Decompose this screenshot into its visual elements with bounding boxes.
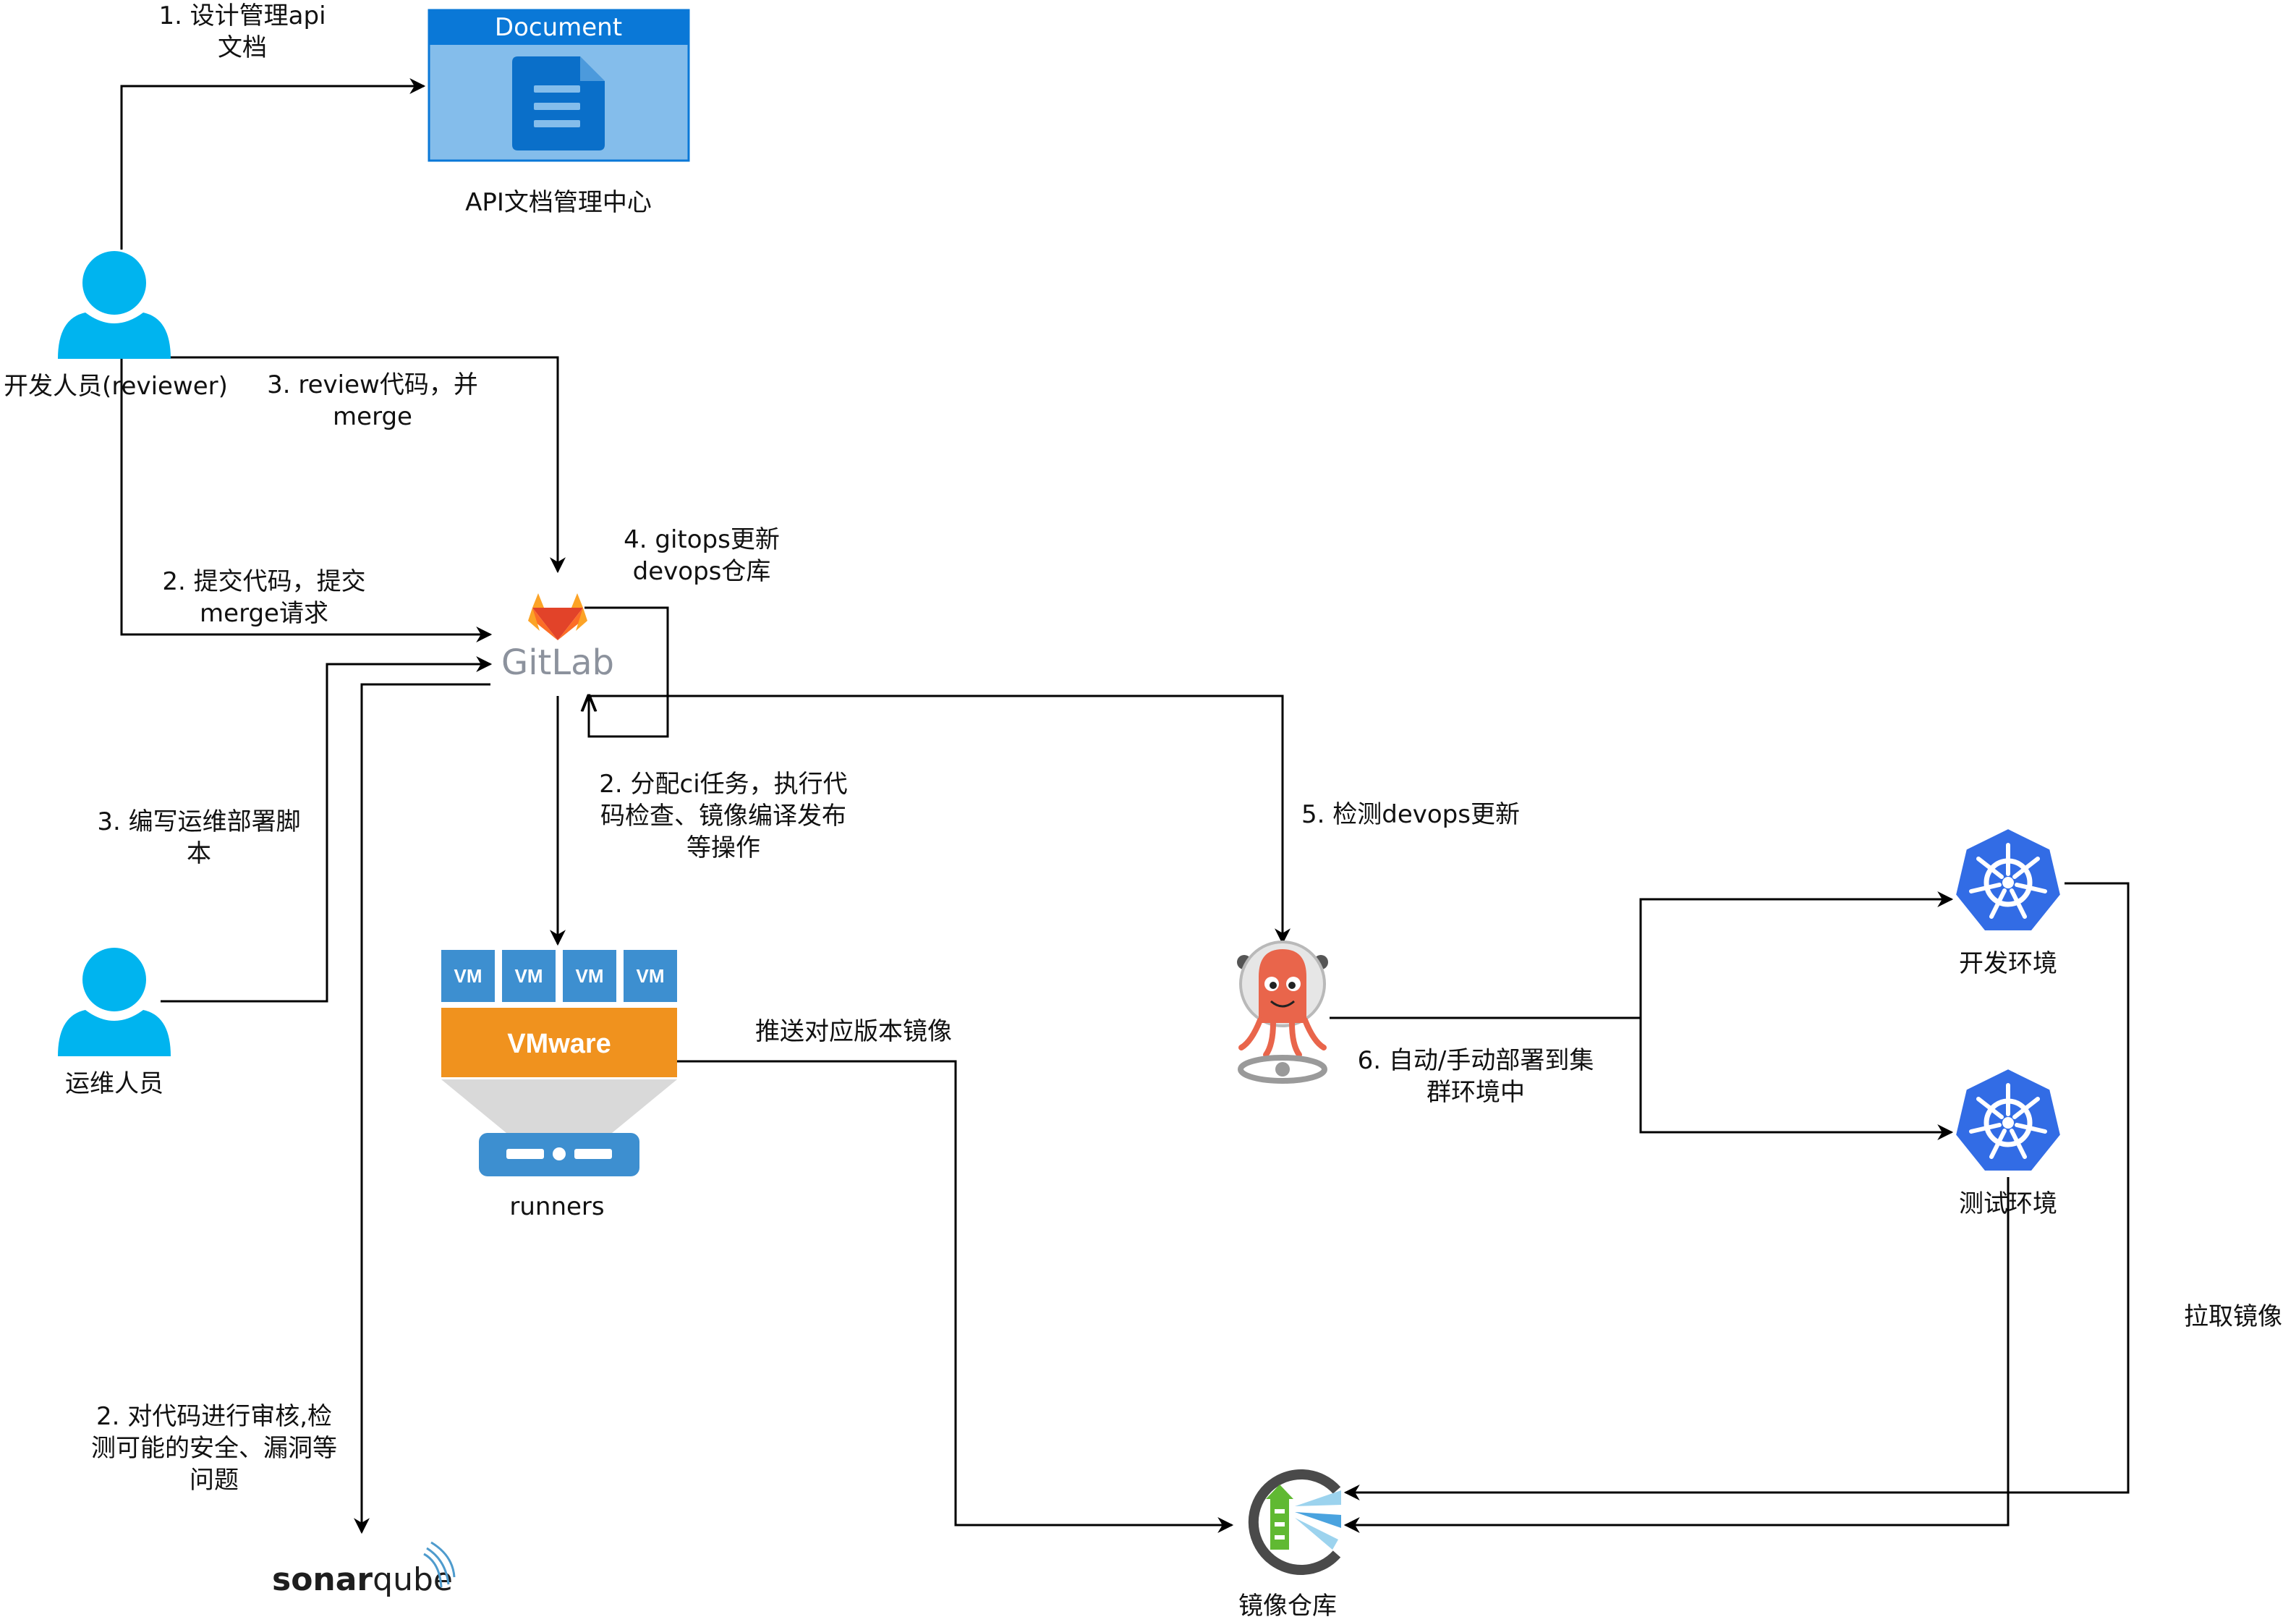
gitlab-fox-icon bbox=[528, 593, 587, 640]
registry-harbor-icon bbox=[1248, 1469, 1341, 1575]
gitlab-logo: GitLab bbox=[501, 593, 614, 683]
edge-ops-to-gitlab bbox=[161, 656, 493, 1003]
runners-vmware-icon: VM VM VM VM VMware bbox=[441, 950, 677, 1176]
edge-label-ci-tasks: 2. 分配ci任务，执行代 码检查、镜像编译发布 等操作 bbox=[599, 770, 848, 862]
registry-caption: 镜像仓库 bbox=[1238, 1592, 1337, 1621]
vmware-label: VMware bbox=[507, 1029, 611, 1059]
edge-gitlab-to-sonarqube bbox=[354, 683, 490, 1534]
runners-caption: runners bbox=[509, 1192, 605, 1221]
vm-box-2 bbox=[502, 950, 556, 1002]
document-header-text: Document bbox=[495, 13, 622, 42]
edge-label-sonar-review: 2. 对代码进行审核,检 测可能的安全、漏洞等 问题 bbox=[91, 1402, 337, 1495]
document-icon bbox=[512, 56, 605, 150]
ops-person-icon bbox=[58, 948, 171, 1056]
vm-label-4: VM bbox=[637, 965, 665, 987]
vmware-funnel bbox=[441, 1079, 677, 1133]
argocd-octopus-icon bbox=[1237, 940, 1328, 1084]
ops-caption: 运维人员 bbox=[65, 1069, 163, 1098]
sonarqube-logo: sonarqube bbox=[272, 1541, 456, 1598]
edge-label-detect-devops: 5. 检测devops更新 bbox=[1301, 800, 1520, 829]
edge-developer-to-gitlab-review bbox=[122, 356, 566, 574]
document-caption: API文档管理中心 bbox=[465, 188, 652, 217]
edge-argocd-to-dev-env bbox=[1330, 891, 1954, 1019]
vmware-bar bbox=[441, 1008, 677, 1077]
edge-developer-to-document bbox=[120, 78, 426, 250]
edge-test-env-to-registry bbox=[1343, 1177, 2010, 1533]
vm-box-1 bbox=[441, 950, 495, 1002]
edge-gitlab-to-argocd bbox=[589, 695, 1291, 945]
edge-label-review-merge: 3. review代码，并 merge bbox=[267, 370, 478, 431]
document-header-bar bbox=[429, 10, 689, 45]
edge-dev-env-to-registry bbox=[1343, 882, 2130, 1500]
vm-label-2: VM bbox=[515, 965, 543, 987]
connectors bbox=[120, 78, 2130, 1534]
developer-caption: 开发人员(reviewer) bbox=[4, 372, 228, 401]
edge-label-pull-image: 拉取镜像 bbox=[2184, 1302, 2282, 1331]
dev-env-caption: 开发环境 bbox=[1959, 949, 2057, 978]
vm-label-3: VM bbox=[576, 965, 604, 987]
document-node: Document bbox=[428, 9, 690, 162]
edge-label-submit-code: 2. 提交代码，提交 merge请求 bbox=[162, 567, 366, 628]
vm-label-1: VM bbox=[454, 965, 482, 987]
developer-person-icon bbox=[58, 251, 171, 359]
gitlab-wordmark: GitLab bbox=[501, 642, 614, 683]
vm-box-4 bbox=[624, 950, 677, 1002]
test-env-kubernetes-icon bbox=[1952, 1066, 2064, 1173]
edge-argocd-to-test-env bbox=[1639, 1018, 1954, 1140]
edge-label-ops-script: 3. 编写运维部署脚 本 bbox=[97, 807, 301, 868]
edge-label-push-image: 推送对应版本镜像 bbox=[755, 1017, 952, 1046]
edge-runners-to-registry bbox=[676, 1060, 1234, 1533]
edge-label-gitops: 4. gitops更新 devops仓库 bbox=[624, 525, 780, 586]
edge-label-design-api: 1. 设计管理api 文档 bbox=[158, 1, 326, 62]
sonarqube-wordmark: sonarqube bbox=[272, 1561, 453, 1598]
test-env-caption: 测试环境 bbox=[1959, 1189, 2057, 1218]
dev-env-kubernetes-icon bbox=[1952, 825, 2064, 933]
edge-label-deploy: 6. 自动/手动部署到集 群环境中 bbox=[1357, 1046, 1594, 1107]
edge-gitops-loop bbox=[584, 606, 669, 738]
sonarqube-waves-icon bbox=[423, 1541, 456, 1588]
edge-developer-to-gitlab-submit bbox=[120, 347, 493, 642]
sonarqube-wordmark-sonar: sonar bbox=[272, 1561, 373, 1598]
vm-box-3 bbox=[563, 950, 616, 1002]
